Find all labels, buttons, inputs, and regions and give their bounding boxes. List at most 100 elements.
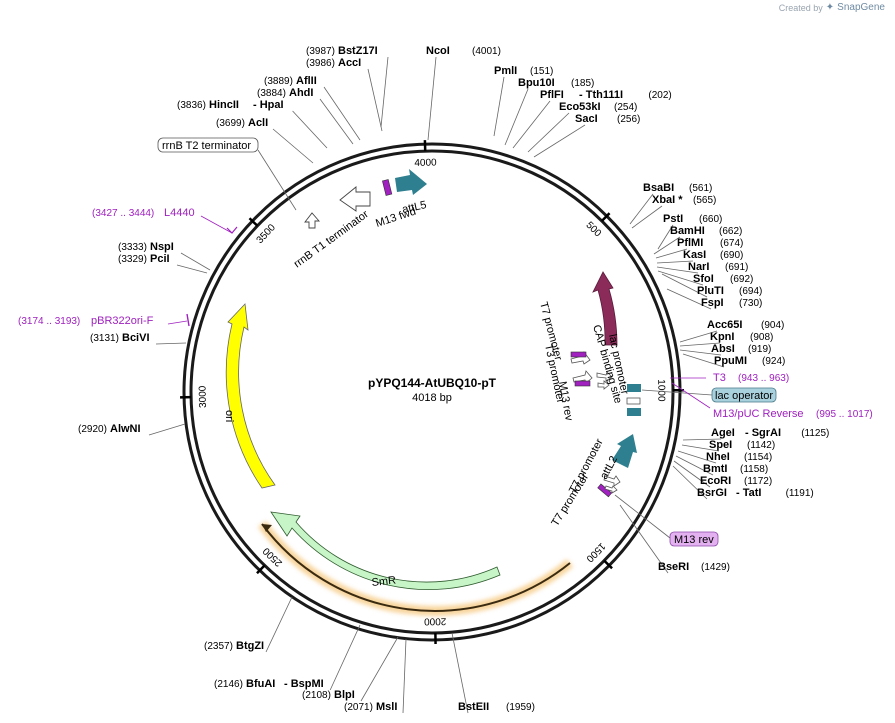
tick-mark-3500: [248, 217, 259, 227]
enzyme-position: (690): [720, 250, 743, 261]
enzyme-position: (1429): [701, 562, 730, 573]
enzyme-position: (3329): [118, 254, 147, 265]
enzyme-name: PmlI: [494, 65, 517, 77]
created-by-text: Created by: [778, 2, 823, 13]
primer-t3-name: T3: [713, 372, 726, 384]
snapgene-name: SnapGene: [837, 2, 885, 13]
primer-t3-range: (943 .. 963): [738, 373, 789, 384]
enzyme-name: PluTI: [697, 285, 724, 297]
snapgene-feather-icon: ✦: [825, 2, 835, 13]
enzyme-leader-left-8: [155, 342, 187, 345]
enzyme-name: BmtI: [703, 463, 727, 475]
enzyme-leader-27: [451, 632, 469, 714]
enzyme-position: (2071): [344, 702, 373, 713]
tick-label-3000: 3000: [198, 385, 209, 408]
enzyme-position: (254): [614, 102, 637, 113]
enzyme-position: (730): [739, 298, 762, 309]
m13puc-leader: [671, 382, 711, 409]
enzyme-position: (561): [689, 183, 712, 194]
enzyme-leader-10: [655, 248, 688, 259]
enzyme-name: SpeI: [709, 439, 732, 451]
enzyme-name: BfuAI: [246, 678, 275, 690]
enzyme-alias: - Tth111I: [579, 89, 623, 101]
enzyme-labels: NcoI(4001)PmlI(151)Bpu10I(185)PflFI- Tth…: [78, 45, 829, 713]
m13-rev-leader: [614, 494, 671, 539]
enzyme-position: (2146): [214, 679, 243, 690]
primer-labels: (3427 .. 3444) L4440 (3174 .. 3193) pBR3…: [18, 207, 873, 420]
enzyme-position: (924): [762, 356, 785, 367]
t7-promoter-small-a: [627, 384, 641, 392]
primer-l4440-range: (3427 .. 3444): [92, 208, 154, 219]
enzyme-position: (3699): [216, 118, 245, 129]
enzyme-name: AlwNI: [110, 423, 141, 435]
enzyme-name: BsaBI: [643, 182, 674, 194]
enzyme-name: AccI: [338, 57, 361, 69]
enzyme-position: (256): [617, 114, 640, 125]
cap-site-arrow: [597, 380, 610, 390]
enzyme-leader-left-3: [319, 98, 354, 145]
primer-m13puc-name: M13/pUC Reverse: [713, 408, 803, 420]
enzyme-leader-5: [533, 124, 586, 158]
enzyme-leader-left-1: [367, 68, 383, 132]
enzyme-position: (1158): [740, 464, 768, 475]
enzyme-leader-8: [657, 224, 674, 250]
t7-promoter-c-label: T7 promoter: [549, 471, 591, 528]
enzyme-position: (1125): [801, 428, 829, 439]
enzyme-leader-left-5: [272, 128, 314, 164]
enzyme-name: PstI: [663, 213, 683, 225]
tick-mark-2500: [256, 564, 266, 575]
enzyme-position: (662): [719, 226, 742, 237]
t7-promoter-lower-arrow-b: [604, 485, 618, 494]
enzyme-leader-left-11: [329, 624, 361, 691]
enzyme-name: NarI: [688, 261, 709, 273]
enzyme-position: (908): [750, 332, 773, 343]
leader-lines: [148, 56, 725, 714]
enzyme-leader-14: [661, 273, 708, 298]
enzyme-alias: - HpaI: [253, 99, 284, 111]
enzyme-position: (1172): [744, 476, 772, 487]
enzyme-alias: - TatI: [736, 487, 761, 499]
tick-label-500: 500: [583, 220, 603, 240]
enzyme-leader-left-9: [148, 423, 186, 436]
enzyme-leader-left-6: [180, 252, 211, 271]
ori-label: ori: [223, 410, 235, 422]
enzyme-name: KasI: [683, 249, 706, 261]
enzyme-position: (3889): [264, 76, 293, 87]
t7-primer-marker: [570, 351, 587, 358]
plasmid-name: pYPQ144-AtUBQ10-pT: [368, 376, 497, 390]
enzyme-leader-left-2: [323, 86, 361, 141]
rrnb-t1-label: rrnB T1 terminator: [292, 208, 371, 270]
attl5-feature: [395, 169, 427, 195]
enzyme-position: (2357): [204, 641, 233, 652]
enzyme-leader-21: [681, 444, 720, 452]
enzyme-leader-left-12: [360, 636, 399, 702]
enzyme-position: (694): [739, 286, 762, 297]
enzyme-leader-16: [679, 330, 718, 343]
enzyme-position: (1959): [506, 702, 535, 713]
backbone-outer-ring: [182, 142, 682, 642]
attl5-label: attL5: [401, 199, 427, 216]
enzyme-name: FspI: [701, 297, 724, 309]
m13-rev-tag-label: M13 rev: [674, 534, 714, 546]
rrnb-t2-arrow: [304, 212, 320, 229]
enzyme-position: (3986): [306, 58, 335, 69]
enzyme-name: KpnI: [710, 331, 734, 343]
enzyme-position: (674): [720, 238, 743, 249]
enzyme-name: BtgZI: [236, 640, 264, 652]
rrnb-t2-box: [157, 137, 259, 153]
enzyme-position: (3987): [306, 46, 335, 57]
rrnb-t1-arrow: [339, 186, 371, 212]
primer-m13puc-range: (995 .. 1017): [816, 409, 873, 420]
t7-promoter-small-b: [627, 408, 641, 416]
lac-operator-leader: [641, 389, 713, 396]
pbr322-leader: [167, 320, 188, 325]
tick-label-4000: 4000: [414, 157, 437, 169]
snapgene-brand: Created by ✦ SnapGene: [779, 2, 885, 13]
lacza-feature: [592, 271, 618, 346]
enzyme-name: PflMI: [677, 237, 703, 249]
enzyme-name: MslI: [376, 701, 397, 713]
tick-mark-500: [600, 212, 611, 222]
enzyme-name: AflII: [296, 75, 317, 87]
enzyme-position: (3131): [90, 333, 119, 344]
